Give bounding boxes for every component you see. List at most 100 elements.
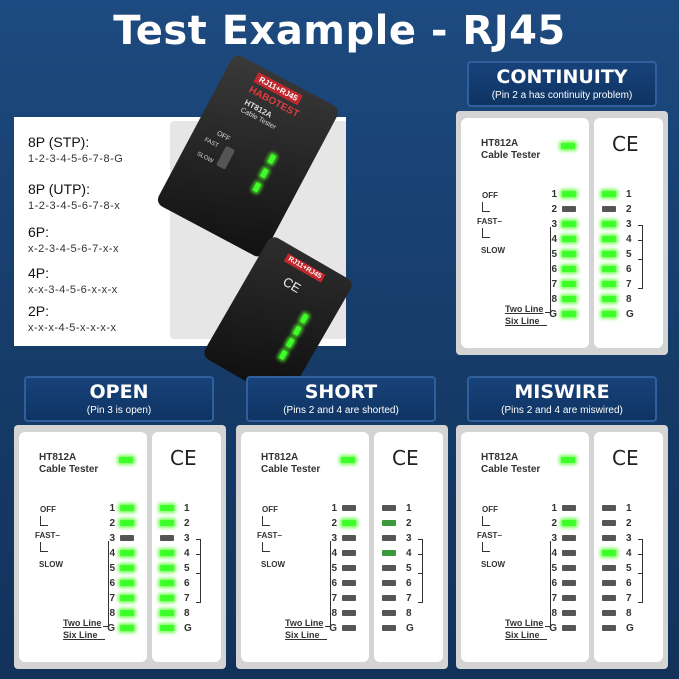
pin-led-right — [160, 625, 174, 631]
pin-label-right: 6 — [626, 264, 632, 275]
pin-label-left: 7 — [331, 593, 337, 604]
pin-label-right: 8 — [184, 608, 190, 619]
pin-label-right: 4 — [406, 548, 412, 559]
pin-label-left: 3 — [551, 533, 557, 544]
pin-led-right — [602, 311, 616, 317]
tester-device-top: RJ11+RJ45 HABOTEST HT812A Cable Tester O… — [155, 52, 341, 260]
pin-led-left — [562, 311, 576, 317]
pin-label-left: 7 — [109, 593, 115, 604]
pin-label-left: 3 — [551, 219, 557, 230]
pin-led-right — [602, 206, 616, 212]
pin-led-left — [562, 191, 576, 197]
switch-tick — [482, 542, 490, 552]
pin-type-title: 2P: — [28, 303, 50, 319]
pin-label-left: 8 — [331, 608, 337, 619]
device-switch-off: OFF — [215, 130, 232, 143]
switch-off-label: OFF — [482, 505, 498, 514]
pin-led-left — [562, 565, 576, 571]
switch-slow-label: SLOW — [39, 560, 63, 569]
pin-led-right — [160, 520, 174, 526]
power-led — [119, 457, 133, 463]
pin-label-right: 6 — [626, 578, 632, 589]
six-line-label: Six Line — [63, 630, 98, 640]
pin-led-left — [562, 236, 576, 242]
tester-subtitle: Cable Tester — [39, 464, 99, 475]
pin-label-left: 2 — [551, 518, 557, 529]
pin-label-left: 6 — [551, 578, 557, 589]
power-led — [561, 143, 575, 149]
pin-label-right: 7 — [626, 593, 632, 604]
pin-led-right — [160, 565, 174, 571]
miswire-title: MISWIRE — [514, 381, 610, 403]
pin-led-left — [120, 595, 134, 601]
pin-bracket — [418, 539, 423, 603]
pin-led-left — [562, 595, 576, 601]
two-line-bracket — [545, 227, 551, 313]
switch-slow-label: SLOW — [481, 560, 505, 569]
pin-led-left — [120, 535, 134, 541]
switch-slow-label: SLOW — [481, 246, 505, 255]
two-line-label: Two Line — [285, 618, 324, 628]
pin-label-right: G — [184, 623, 192, 634]
power-led — [341, 457, 355, 463]
short-description: (Pins 2 and 4 are shorted) — [283, 405, 399, 416]
switch-off-label: OFF — [262, 505, 278, 514]
pin-label-right: G — [626, 309, 634, 320]
tester-subtitle: Cable Tester — [481, 150, 541, 161]
pin-type-title: 4P: — [28, 265, 50, 281]
pin-led-right — [160, 550, 174, 556]
pin-label-left: 6 — [331, 578, 337, 589]
pin-label-left: 3 — [331, 533, 337, 544]
switch-tick — [482, 228, 490, 238]
pin-type-value: x-x-x-4-5-x-x-x-x — [28, 322, 117, 334]
pin-label-right: 3 — [626, 219, 632, 230]
tester-subtitle: Cable Tester — [261, 464, 321, 475]
pin-led-left — [342, 535, 356, 541]
pin-label-left: G — [329, 623, 337, 634]
pin-label-left: 2 — [109, 518, 115, 529]
six-line-bracket — [505, 325, 547, 326]
pin-type-value: 1-2-3-4-5-6-7-8-x — [28, 200, 121, 212]
pin-label-left: 1 — [551, 503, 557, 514]
two-line-label: Two Line — [505, 618, 544, 628]
switch-tick — [482, 202, 490, 212]
pin-led-right — [382, 565, 396, 571]
pin-led-right — [602, 565, 616, 571]
pin-label-right: 2 — [626, 518, 632, 529]
pin-label-right: 2 — [626, 204, 632, 215]
pin-label-left: 7 — [551, 279, 557, 290]
pin-led-left — [342, 595, 356, 601]
pin-label-left: 7 — [551, 593, 557, 604]
tester-model: HT812A — [481, 452, 519, 463]
ce-mark: CE — [392, 446, 419, 470]
switch-fast-label: FAST– — [35, 531, 60, 540]
tester-model: HT812A — [39, 452, 77, 463]
pin-led-right — [602, 505, 616, 511]
tester-subtitle: Cable Tester — [481, 464, 541, 475]
pin-label-right: 5 — [626, 563, 632, 574]
pin-label-left: 1 — [109, 503, 115, 514]
device-led — [267, 153, 277, 165]
pin-led-left — [342, 580, 356, 586]
pin-led-right — [602, 221, 616, 227]
short-header: SHORT(Pins 2 and 4 are shorted) — [246, 376, 436, 422]
switch-tick — [40, 516, 48, 526]
pin-bracket — [638, 539, 643, 603]
pin-led-right — [160, 610, 174, 616]
switch-fast-label: FAST– — [477, 531, 502, 540]
pin-led-left — [120, 565, 134, 571]
pin-type-title: 8P (UTP): — [28, 181, 90, 197]
pin-label-right: 1 — [406, 503, 412, 514]
device-switch — [216, 145, 236, 170]
pin-label-right: 8 — [406, 608, 412, 619]
six-line-label: Six Line — [505, 316, 540, 326]
pin-led-left — [562, 520, 576, 526]
pin-led-right — [602, 595, 616, 601]
pin-led-right — [160, 595, 174, 601]
